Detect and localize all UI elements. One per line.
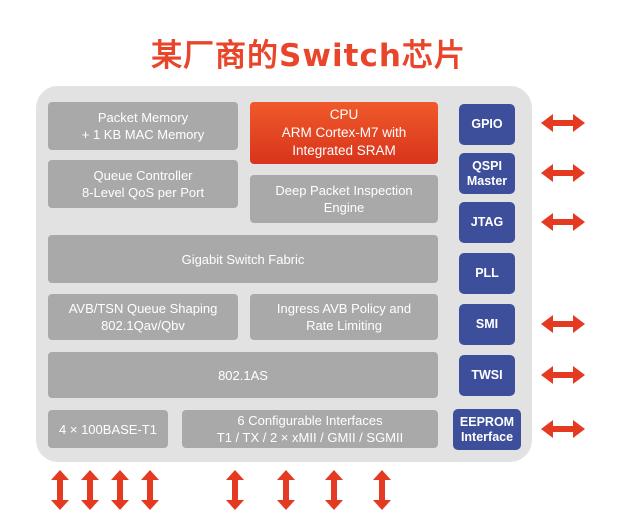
twsi-label: TWSI bbox=[471, 368, 503, 382]
ingress-policy-block: Ingress AVB Policy and Rate Limiting bbox=[250, 294, 438, 340]
gpio-arrow-icon bbox=[541, 114, 585, 132]
eeprom-line-1: EEPROM bbox=[459, 414, 515, 429]
queue-controller-line-2: 8-Level QoS per Port bbox=[81, 185, 205, 200]
dpi-block: Deep Packet Inspection Engine bbox=[250, 175, 438, 223]
avb-queue-line-1: AVB/TSN Queue Shaping bbox=[68, 301, 218, 316]
ingress-line-2: Rate Limiting bbox=[306, 318, 382, 333]
eeprom-line-2: Interface bbox=[460, 429, 514, 444]
smi-label: SMI bbox=[475, 317, 499, 331]
gpio-block: GPIO bbox=[459, 104, 515, 145]
smi-arrow-icon bbox=[541, 315, 585, 333]
configurable-line-1: 6 Configurable Interfaces bbox=[237, 413, 383, 428]
cpu-line-2: ARM Cortex-M7 with bbox=[281, 125, 407, 140]
avb-queue-block: AVB/TSN Queue Shaping 802.1Qav/Qbv bbox=[48, 294, 238, 340]
ingress-line-1: Ingress AVB Policy and bbox=[276, 301, 412, 316]
packet-memory-line-2: + 1 KB MAC Memory bbox=[81, 127, 205, 142]
t1-port-arrow-icon-1 bbox=[51, 470, 69, 510]
dpi-line-1: Deep Packet Inspection bbox=[275, 183, 413, 198]
t1-port-arrow-icon-3 bbox=[111, 470, 129, 510]
queue-controller-line-1: Queue Controller bbox=[93, 168, 193, 183]
base-t1-label: 4 × 100BASE-T1 bbox=[59, 421, 157, 437]
pll-block: PLL bbox=[459, 253, 515, 294]
smi-block: SMI bbox=[459, 304, 515, 345]
802-1as-block: 802.1AS bbox=[48, 352, 438, 398]
config-port-arrow-icon-1 bbox=[226, 470, 244, 510]
dpi-line-2: Engine bbox=[323, 200, 365, 215]
twsi-arrow-icon bbox=[541, 366, 585, 384]
cpu-line-1: CPU bbox=[329, 107, 359, 122]
jtag-label: JTAG bbox=[470, 215, 504, 229]
cpu-line-3: Integrated SRAM bbox=[292, 143, 396, 158]
t1-port-arrow-icon-2 bbox=[81, 470, 99, 510]
switch-fabric-block: Gigabit Switch Fabric bbox=[48, 235, 438, 283]
cpu-block: CPU ARM Cortex-M7 with Integrated SRAM bbox=[250, 102, 438, 164]
qspi-line-1: QSPI bbox=[472, 158, 502, 173]
qspi-arrow-icon bbox=[541, 164, 585, 182]
queue-controller-block: Queue Controller 8-Level QoS per Port bbox=[48, 160, 238, 208]
packet-memory-line-1: Packet Memory bbox=[97, 110, 189, 125]
diagram-title: 某厂商的Switch芯片 bbox=[151, 38, 466, 74]
twsi-block: TWSI bbox=[459, 355, 515, 396]
pll-label: PLL bbox=[475, 266, 499, 280]
base-t1-block: 4 × 100BASE-T1 bbox=[48, 410, 168, 448]
eeprom-arrow-icon bbox=[541, 420, 585, 438]
t1-port-arrow-icon-4 bbox=[141, 470, 159, 510]
config-port-arrow-icon-3 bbox=[325, 470, 343, 510]
jtag-arrow-icon bbox=[541, 213, 585, 231]
avb-queue-line-2: 802.1Qav/Qbv bbox=[101, 318, 185, 333]
gpio-label: GPIO bbox=[471, 117, 503, 131]
switch-fabric-label: Gigabit Switch Fabric bbox=[181, 251, 305, 267]
configurable-interfaces-block: 6 Configurable Interfaces T1 / TX / 2 × … bbox=[182, 410, 438, 448]
802-1as-label: 802.1AS bbox=[218, 367, 268, 383]
jtag-block: JTAG bbox=[459, 202, 515, 243]
eeprom-interface-block: EEPROM Interface bbox=[453, 409, 521, 450]
qspi-block: QSPI Master bbox=[459, 153, 515, 194]
config-port-arrow-icon-4 bbox=[373, 470, 391, 510]
qspi-line-2: Master bbox=[466, 173, 508, 188]
config-port-arrow-icon-2 bbox=[277, 470, 295, 510]
configurable-line-2: T1 / TX / 2 × xMII / GMII / SGMII bbox=[216, 430, 404, 445]
packet-memory-block: Packet Memory + 1 KB MAC Memory bbox=[48, 102, 238, 150]
